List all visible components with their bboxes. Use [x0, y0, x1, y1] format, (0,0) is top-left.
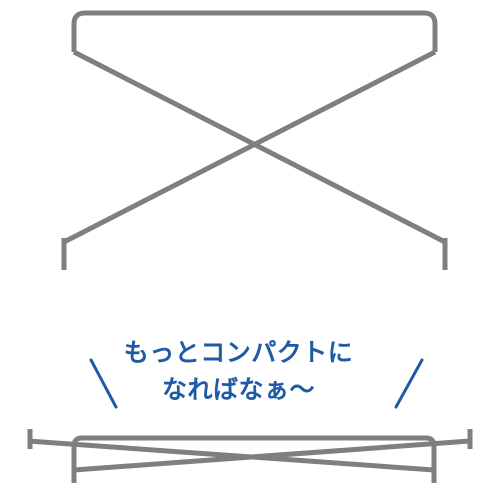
compact-stand-leg-b: [73, 438, 471, 473]
compact-x-stand: [27, 429, 473, 483]
caption-line-2: なればなぁ〜: [161, 375, 315, 404]
caption-line-1: もっとコンパクトに: [123, 338, 354, 367]
open-stand-leg-right-to-left: [62, 49, 437, 245]
open-stand-top-rail: [71, 10, 438, 52]
open-stand-leg-left-to-right: [72, 49, 447, 245]
right-emphasis-mark: [394, 358, 424, 409]
emphasis-marks: [89, 358, 424, 409]
left-emphasis-mark: [89, 358, 118, 409]
compact-stand-leg-a: [27, 438, 435, 473]
open-x-stand: [61, 10, 448, 270]
